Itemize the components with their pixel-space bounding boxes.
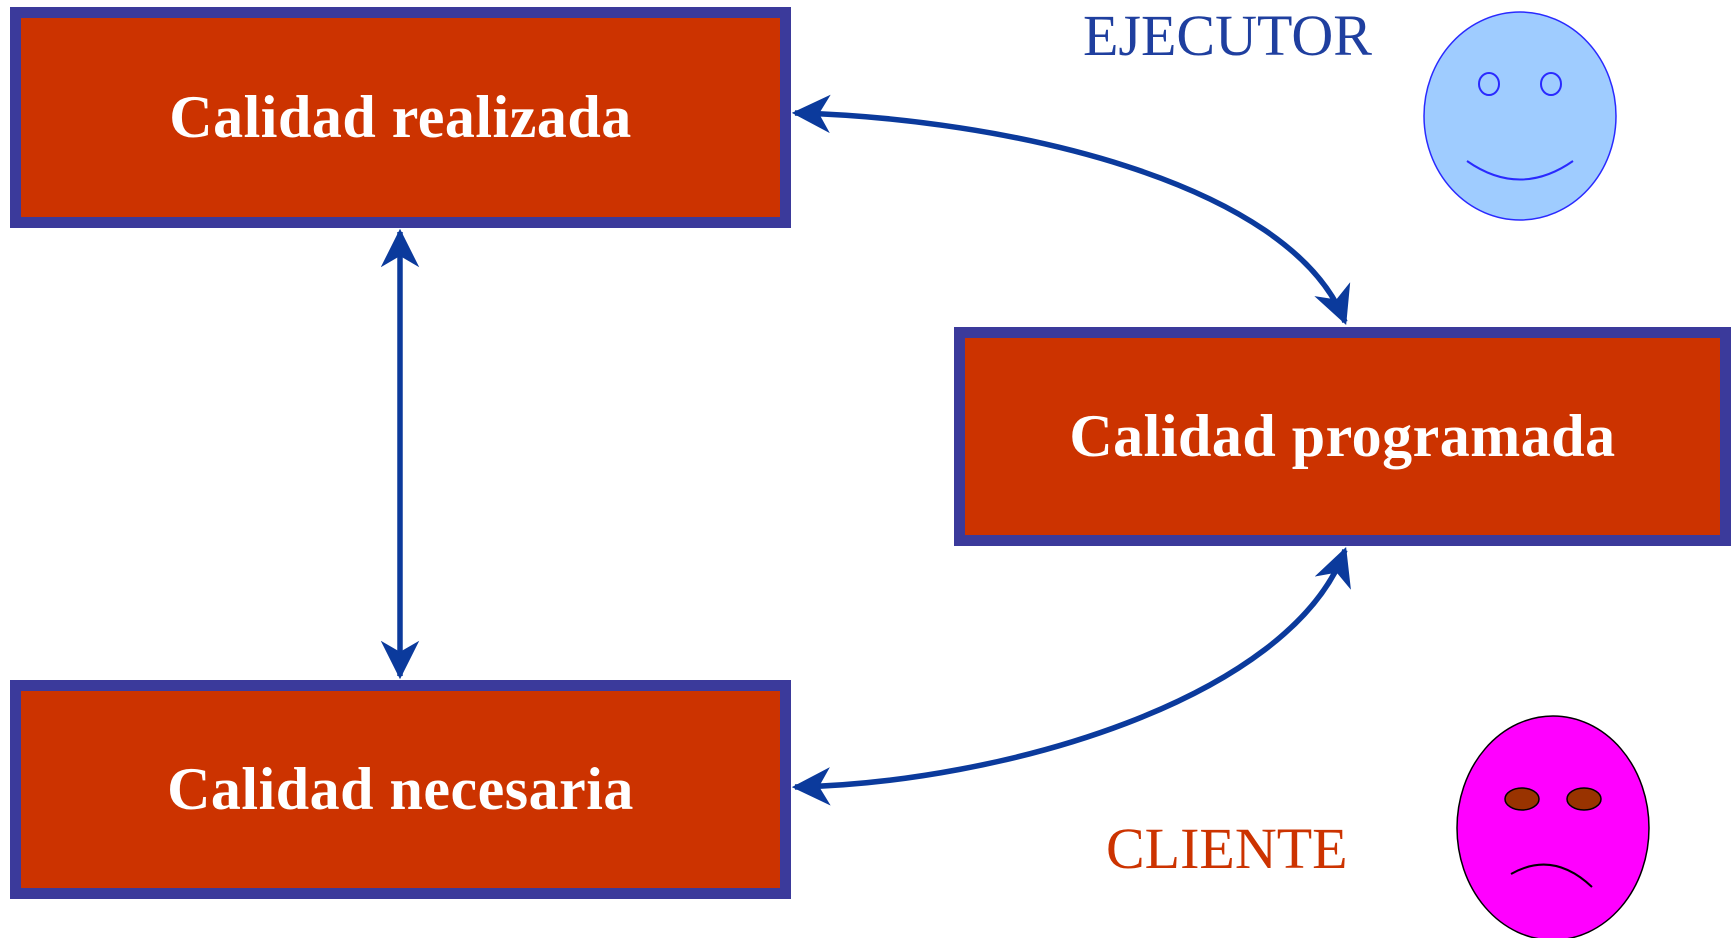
box-calidad-necesaria-label: Calidad necesaria xyxy=(167,756,634,822)
box-calidad-programada: Calidad programada xyxy=(954,327,1731,546)
box-calidad-realizada: Calidad realizada xyxy=(10,7,791,228)
arrow-realizada-programada xyxy=(791,94,1351,325)
happy-face-icon xyxy=(1423,11,1617,221)
box-calidad-programada-label: Calidad programada xyxy=(1069,403,1616,469)
arrow-necesaria-programada xyxy=(791,546,1351,806)
role-label-ejecutor: EJECUTOR xyxy=(1083,3,1372,68)
box-calidad-necesaria: Calidad necesaria xyxy=(10,680,791,899)
box-calidad-realizada-label: Calidad realizada xyxy=(169,84,632,150)
sad-face-icon xyxy=(1456,715,1650,938)
role-label-cliente: CLIENTE xyxy=(1106,816,1348,881)
